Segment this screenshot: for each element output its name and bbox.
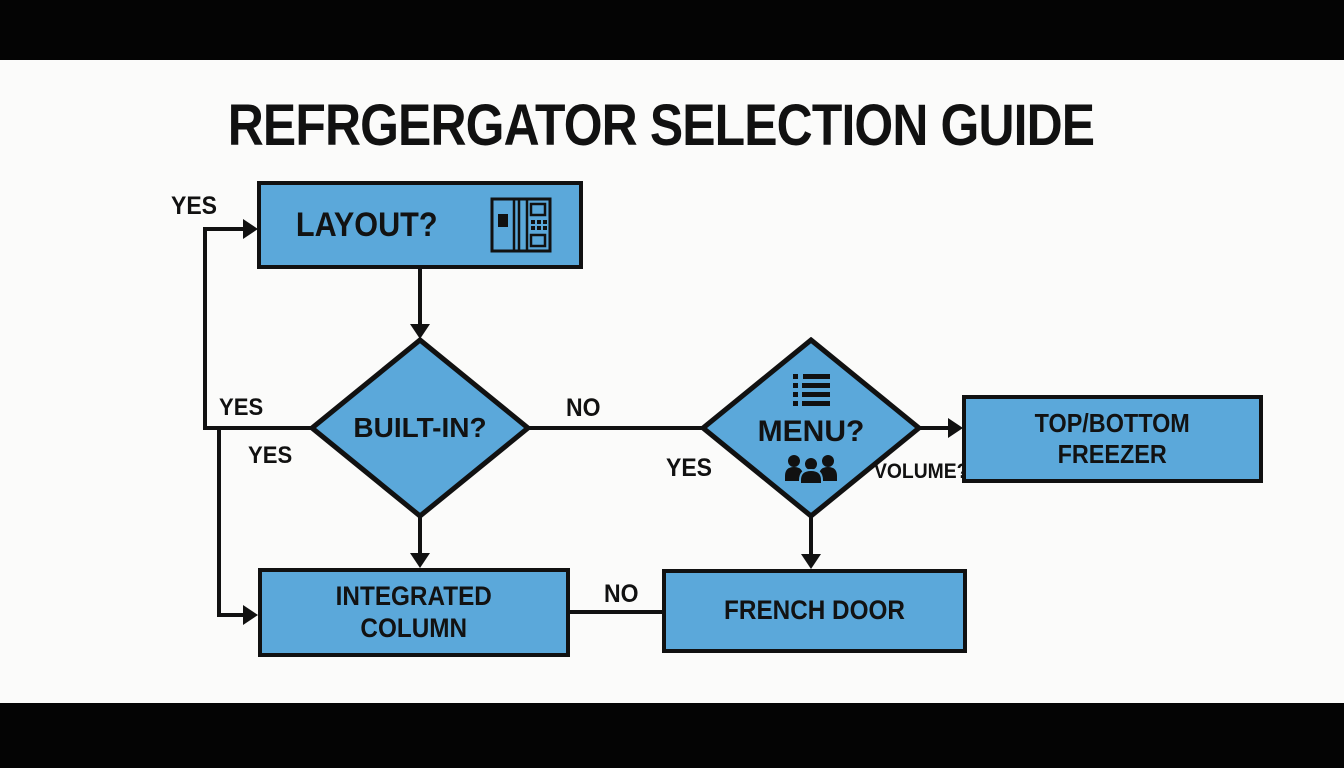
node-menu-label: MENU?	[757, 415, 865, 448]
refrigerator-icon	[490, 197, 552, 253]
node-integrated-column: INTEGRATED COLUMN	[258, 568, 570, 657]
node-layout-label: LAYOUT?	[296, 205, 438, 244]
page-title: REFRGERGATOR SELECTION GUIDE	[227, 93, 1095, 158]
arrowhead-into-freezer-icon	[948, 418, 963, 438]
connector-menu-to-freezer	[917, 426, 950, 430]
node-integrated-line2: COLUMN	[360, 612, 468, 643]
edge-label-yes-menu: YES	[666, 454, 713, 482]
connector-builtin-to-integrated	[418, 513, 422, 555]
edge-label-volume: VOLUME?	[874, 460, 969, 483]
node-built-in-label: BUILT-IN?	[353, 412, 487, 443]
node-french-door: FRENCH DOOR	[662, 569, 967, 653]
arrowhead-into-integrated-icon	[243, 605, 258, 625]
connector-menu-to-french	[809, 515, 813, 556]
edge-label-yes-left-lower: YES	[248, 442, 293, 469]
list-icon	[792, 372, 830, 410]
connector-layout-to-builtin	[418, 269, 422, 325]
connector-builtin-to-menu	[527, 426, 705, 430]
edge-label-no-mid: NO	[566, 394, 601, 422]
node-built-in: BUILT-IN?	[308, 336, 532, 520]
people-icon	[784, 454, 838, 484]
node-top-bottom-freezer: TOP/BOTTOM FREEZER	[962, 395, 1263, 483]
connector-integrated-to-french	[570, 610, 662, 614]
connector-yes-up-vertical	[203, 227, 207, 430]
arrowhead-into-layout-icon	[243, 219, 258, 239]
node-integrated-line1: INTEGRATED	[335, 580, 493, 611]
node-menu: MENU?	[700, 337, 922, 519]
connector-yes-down-vertical	[217, 426, 221, 617]
arrowhead-down-integrated-icon	[410, 553, 430, 568]
edge-label-yes-left-upper: YES	[219, 394, 264, 421]
edge-label-no-bottom: NO	[604, 580, 639, 608]
arrowhead-into-builtin-icon	[410, 324, 430, 339]
flowchart-canvas: REFRGERGATOR SELECTION GUIDE YES YES YES…	[0, 60, 1344, 703]
node-freezer-line1: TOP/BOTTOM	[1034, 408, 1191, 439]
node-layout: LAYOUT?	[257, 181, 583, 269]
connector-into-integrated	[217, 613, 245, 617]
edge-label-yes-top: YES	[171, 192, 218, 220]
connector-yes-into-layout	[203, 227, 247, 231]
node-french-door-label: FRENCH DOOR	[724, 595, 905, 626]
arrowhead-down-french-icon	[801, 554, 821, 569]
node-freezer-line2: FREEZER	[1057, 439, 1168, 469]
connector-builtin-left	[203, 426, 313, 430]
